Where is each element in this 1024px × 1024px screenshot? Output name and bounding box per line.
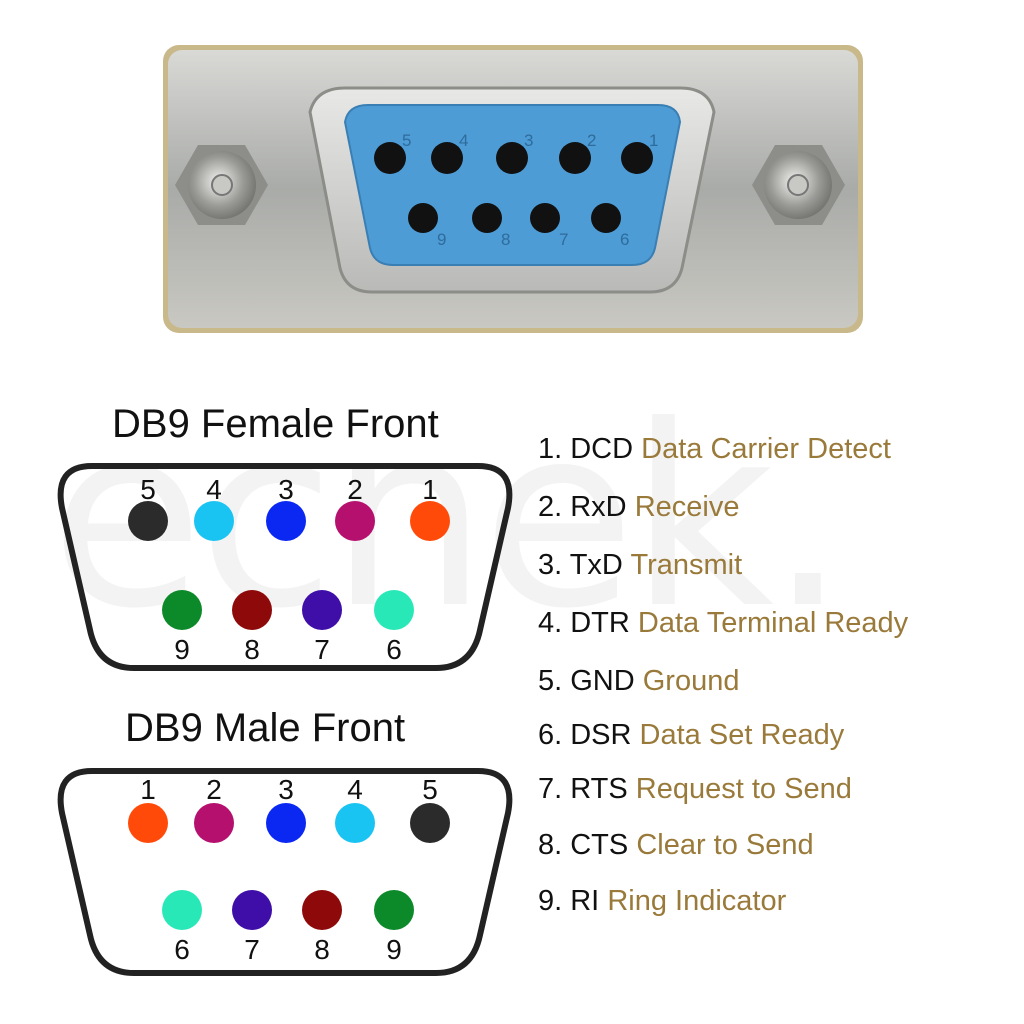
pin-code: 2. RxD xyxy=(538,491,627,523)
pin-4-label: 4 xyxy=(347,774,363,805)
pin-entry-4: 4. DTR Data Terminal Ready xyxy=(538,608,908,638)
socket-number: 9 xyxy=(437,230,446,249)
pin-8-dot xyxy=(302,890,342,930)
pin-3-dot xyxy=(266,501,306,541)
male-connector-outline xyxy=(57,768,513,976)
pin-entry-5: 5. GND Ground xyxy=(538,666,739,696)
pin-7-dot xyxy=(232,890,272,930)
pin-6-label: 6 xyxy=(174,934,190,965)
socket-hole xyxy=(472,203,502,233)
female-connector-outline xyxy=(57,463,513,671)
pin-2-dot xyxy=(194,803,234,843)
pin-2-label: 2 xyxy=(347,474,363,505)
pin-7-label: 7 xyxy=(244,934,260,965)
pin-code: 8. CTS xyxy=(538,829,629,861)
pin-code: 1. DCD xyxy=(538,433,634,465)
pin-description: Data Set Ready xyxy=(639,719,845,751)
pin-1-dot xyxy=(410,501,450,541)
pin-3-label: 3 xyxy=(278,774,294,805)
pin-entry-3: 3. TxD Transmit xyxy=(538,550,742,580)
pin-code: 3. TxD xyxy=(538,549,623,581)
pin-entry-8: 8. CTS Clear to Send xyxy=(538,830,814,860)
socket-number: 5 xyxy=(402,131,411,150)
pin-description: Clear to Send xyxy=(636,829,814,861)
right-screw xyxy=(752,145,845,225)
socket-number: 6 xyxy=(620,230,629,249)
pin-6-dot xyxy=(374,590,414,630)
pin-code: 6. DSR xyxy=(538,719,632,751)
pin-code: 7. RTS xyxy=(538,773,628,805)
socket-number: 3 xyxy=(524,131,533,150)
socket-hole xyxy=(591,203,621,233)
pin-description: Receive xyxy=(634,491,740,523)
socket-number: 2 xyxy=(587,131,596,150)
male-title: DB9 Male Front xyxy=(125,706,406,750)
connector-photo: 5 4 3 2 1 9 8 7 6 xyxy=(163,45,863,333)
pin-description: Ground xyxy=(642,665,740,697)
pin-5-label: 5 xyxy=(422,774,438,805)
socket-hole xyxy=(559,142,591,174)
pin-1-dot xyxy=(128,803,168,843)
pin-1-label: 1 xyxy=(422,474,438,505)
pin-5-dot xyxy=(410,803,450,843)
pin-code: 9. RI xyxy=(538,885,600,917)
female-pins: 5 4 3 2 1 9 8 7 6 xyxy=(128,474,450,665)
pin-description: Data Terminal Ready xyxy=(637,607,909,639)
pin-entry-6: 6. DSR Data Set Ready xyxy=(538,720,844,750)
socket-number: 8 xyxy=(501,230,510,249)
pin-5-label: 5 xyxy=(140,474,156,505)
pin-entry-2: 2. RxD Receive xyxy=(538,492,739,522)
pin-8-dot xyxy=(232,590,272,630)
pin-3-dot xyxy=(266,803,306,843)
socket-hole xyxy=(374,142,406,174)
socket-hole xyxy=(496,142,528,174)
pin-entry-1: 1. DCD Data Carrier Detect xyxy=(538,434,891,464)
pin-1-label: 1 xyxy=(140,774,156,805)
socket-hole xyxy=(530,203,560,233)
socket-number: 7 xyxy=(559,230,568,249)
pin-description: Ring Indicator xyxy=(607,885,787,917)
male-pins: 1 2 3 4 5 6 7 8 9 xyxy=(128,774,450,965)
pin-9-dot xyxy=(374,890,414,930)
pin-2-label: 2 xyxy=(206,774,222,805)
pin-6-label: 6 xyxy=(386,634,402,665)
pin-entry-7: 7. RTS Request to Send xyxy=(538,774,852,804)
pin-8-label: 8 xyxy=(244,634,260,665)
pin-6-dot xyxy=(162,890,202,930)
pin-code: 5. GND xyxy=(538,665,635,697)
pin-7-label: 7 xyxy=(314,634,330,665)
pin-entry-9: 9. RI Ring Indicator xyxy=(538,886,786,916)
female-title: DB9 Female Front xyxy=(112,402,439,446)
pin-9-label: 9 xyxy=(174,634,190,665)
pin-7-dot xyxy=(302,590,342,630)
pin-description: Data Carrier Detect xyxy=(641,433,891,465)
pin-description: Request to Send xyxy=(635,773,852,805)
socket-hole xyxy=(408,203,438,233)
left-screw xyxy=(175,145,268,225)
pin-8-label: 8 xyxy=(314,934,330,965)
socket-hole xyxy=(431,142,463,174)
socket-number: 1 xyxy=(649,131,658,150)
pin-4-dot xyxy=(335,803,375,843)
pin-code: 4. DTR xyxy=(538,607,630,639)
socket-hole xyxy=(621,142,653,174)
pin-4-dot xyxy=(194,501,234,541)
socket-numbers: 5 4 3 2 1 9 8 7 6 xyxy=(402,131,658,249)
socket-number: 4 xyxy=(459,131,468,150)
pin-2-dot xyxy=(335,501,375,541)
pin-description: Transmit xyxy=(630,549,743,581)
pin-3-label: 3 xyxy=(278,474,294,505)
pin-5-dot xyxy=(128,501,168,541)
pin-4-label: 4 xyxy=(206,474,222,505)
socket-holes xyxy=(374,142,653,233)
pin-9-label: 9 xyxy=(386,934,402,965)
pin-9-dot xyxy=(162,590,202,630)
